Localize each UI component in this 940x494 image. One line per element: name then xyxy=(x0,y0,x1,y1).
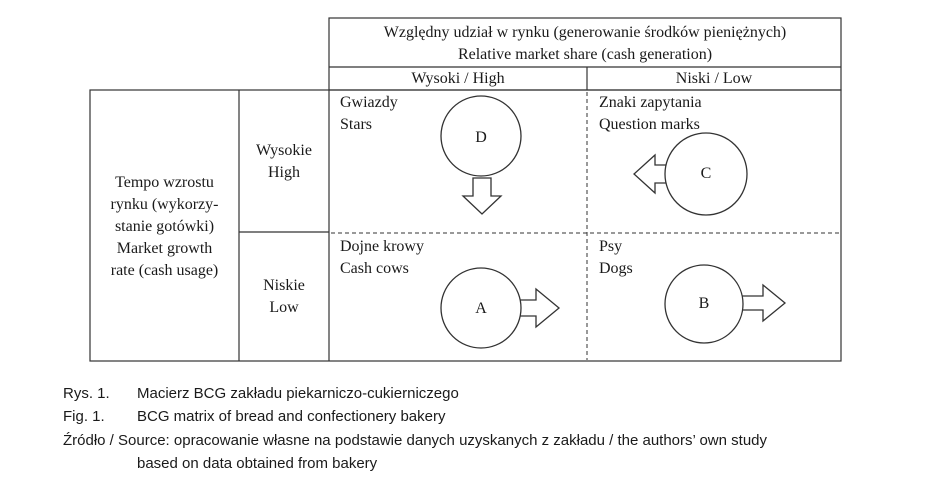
caption-rys-text: Macierz BCG zakładu piekarniczo-cukierni… xyxy=(137,385,459,402)
stars-arrow-down-icon xyxy=(461,177,503,215)
question-marks-label-en: Question marks xyxy=(599,116,700,133)
header-line-pl: Względny udział w rynku (generowanie śro… xyxy=(383,24,787,41)
header-line-en: Relative market share (cash generation) xyxy=(457,46,713,63)
caption-rys-label: Rys. 1. xyxy=(63,385,110,402)
row-high-pl: Wysokie xyxy=(256,142,312,159)
question-marks-circle xyxy=(664,132,748,216)
stars-letter: D xyxy=(475,129,487,146)
row-high-en: High xyxy=(268,164,300,181)
caption-fig-text: BCG matrix of bread and confectionery ba… xyxy=(137,408,446,425)
dogs-label-en: Dogs xyxy=(599,260,633,277)
cash-cows-label-pl: Dojne krowy xyxy=(340,238,424,255)
question-marks-letter: C xyxy=(700,165,712,182)
row-axis-line: rate (cash usage) xyxy=(110,262,219,279)
column-low-label: Niski / Low xyxy=(675,70,753,87)
row-axis-label: Tempo wzrostu rynku (wykorzy- stanie got… xyxy=(90,172,239,282)
dogs-letter: B xyxy=(698,295,710,312)
row-axis-line: Tempo wzrostu xyxy=(115,174,214,191)
stars-label: Gwiazdy Stars xyxy=(340,92,398,136)
row-axis-line: Market growth xyxy=(116,240,213,257)
question-marks-label: Znaki zapytania Question marks xyxy=(599,92,702,136)
row-axis-line: rynku (wykorzy- xyxy=(110,196,219,213)
row-high-label: Wysokie High xyxy=(239,140,329,184)
cash-cows-label: Dojne krowy Cash cows xyxy=(340,236,424,280)
stars-circle xyxy=(440,95,522,177)
question-marks-label-pl: Znaki zapytania xyxy=(599,94,702,111)
row-low-pl: Niskie xyxy=(263,277,305,294)
column-high-label: Wysoki / High xyxy=(411,70,505,87)
caption-source-line: Źródło / Source: opracowanie własne na p… xyxy=(63,432,768,449)
row-low-en: Low xyxy=(269,299,299,316)
cash-cows-label-en: Cash cows xyxy=(340,260,409,277)
dogs-label: Psy Dogs xyxy=(599,236,633,280)
cash-cows-circle xyxy=(440,267,522,349)
dogs-label-pl: Psy xyxy=(599,238,623,255)
header-title: Względny udział w rynku (generowanie śro… xyxy=(329,22,841,66)
stars-label-pl: Gwiazdy xyxy=(340,94,398,111)
row-low-label: Niskie Low xyxy=(239,275,329,319)
caption-source-line-2: based on data obtained from bakery xyxy=(137,455,378,472)
stars-label-en: Stars xyxy=(340,116,372,133)
dogs-circle xyxy=(664,264,744,344)
row-axis-line: stanie gotówki) xyxy=(114,218,215,235)
cash-cows-letter: A xyxy=(475,300,487,317)
caption-fig-label: Fig. 1. xyxy=(63,408,105,425)
